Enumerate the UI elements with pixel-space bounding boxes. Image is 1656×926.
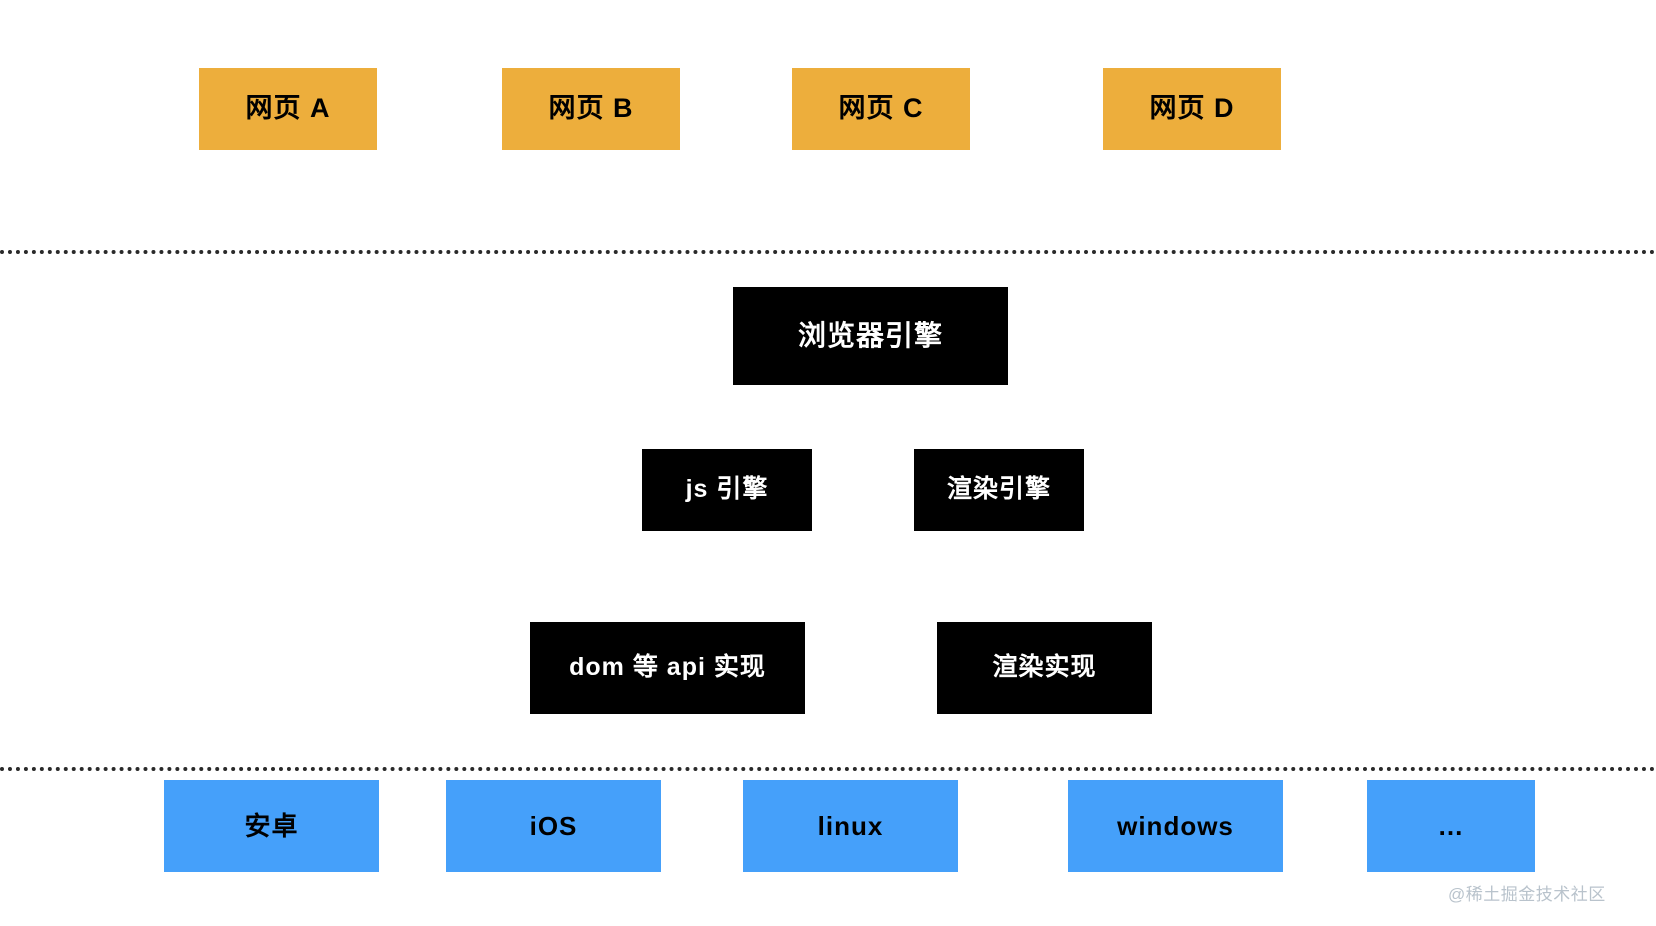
os-box-android: 安卓: [164, 780, 379, 872]
render-impl-label: 渲染实现: [992, 653, 1097, 682]
os-box-android-label: 安卓: [244, 810, 299, 841]
js-engine-label: js 引擎: [685, 475, 769, 504]
divider-top: [0, 250, 1656, 254]
render-engine-box: 渲染引擎: [914, 449, 1084, 531]
os-box-more: …: [1367, 780, 1535, 872]
js-engine-box: js 引擎: [642, 449, 812, 531]
dom-api-impl-label: dom 等 api 实现: [569, 653, 766, 682]
os-box-windows: windows: [1068, 780, 1283, 872]
dom-api-impl-box: dom 等 api 实现: [530, 622, 805, 714]
page-box-b: 网页 B: [502, 68, 680, 150]
page-box-b-label: 网页 B: [548, 93, 634, 124]
page-box-a: 网页 A: [199, 68, 377, 150]
page-box-c: 网页 C: [792, 68, 970, 150]
page-box-c-label: 网页 C: [838, 93, 924, 124]
os-box-ios-label: iOS: [529, 810, 578, 841]
render-impl-box: 渲染实现: [937, 622, 1152, 714]
os-box-windows-label: windows: [1117, 810, 1234, 841]
os-box-linux: linux: [743, 780, 958, 872]
page-box-a-label: 网页 A: [245, 93, 331, 124]
browser-engine-label: 浏览器引擎: [797, 319, 943, 351]
page-box-d: 网页 D: [1103, 68, 1281, 150]
browser-engine-box: 浏览器引擎: [733, 287, 1008, 385]
os-box-ios: iOS: [446, 780, 661, 872]
watermark: @稀土掘金技术社区: [1448, 885, 1606, 904]
os-box-linux-label: linux: [817, 810, 884, 841]
page-box-d-label: 网页 D: [1149, 93, 1235, 124]
render-engine-label: 渲染引擎: [946, 475, 1051, 504]
os-box-more-label: …: [1437, 810, 1465, 841]
divider-bottom: [0, 767, 1656, 771]
